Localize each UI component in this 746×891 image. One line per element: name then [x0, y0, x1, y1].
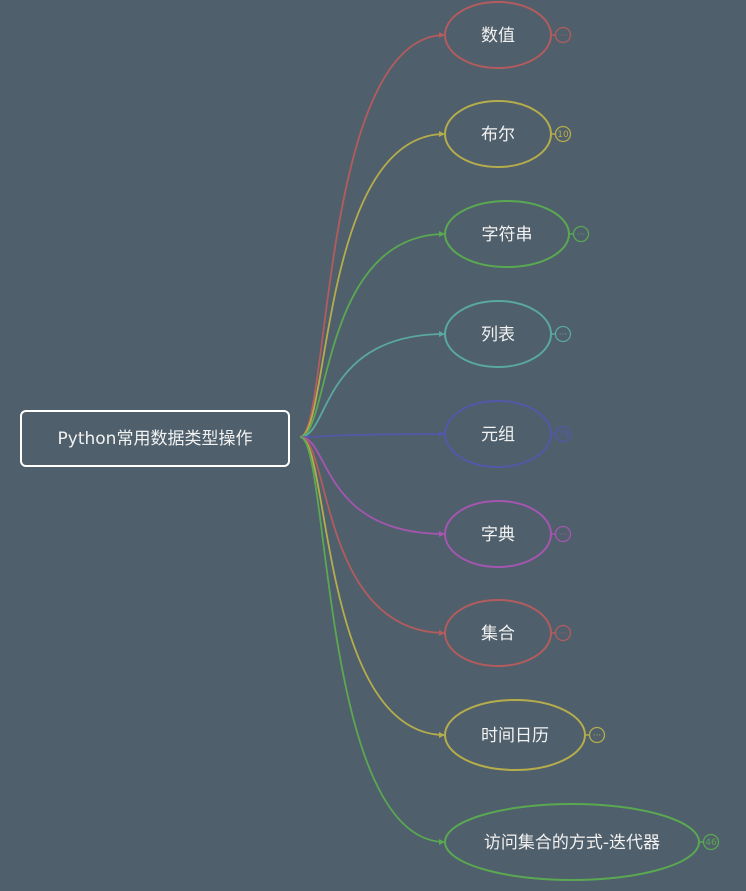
branch-link: [299, 436, 446, 634]
branch-label: 字典: [481, 525, 515, 545]
arrow-icon: [439, 131, 445, 137]
branch-link: [299, 433, 446, 438]
arrow-icon: [439, 732, 445, 738]
badge-count: 46: [705, 838, 717, 848]
arrow-icon: [439, 531, 445, 537]
branch-label: 数值: [481, 26, 515, 46]
branch-link: [299, 233, 446, 438]
collapse-badge[interactable]: ···: [554, 525, 572, 543]
badge-count: ···: [559, 330, 568, 340]
collapse-badge[interactable]: 46: [702, 833, 720, 851]
branch-link: [299, 436, 446, 736]
branch-label: 访问集合的方式-迭代器: [484, 833, 660, 853]
root-label: Python常用数据类型操作: [58, 429, 253, 449]
branch-link: [299, 333, 446, 438]
branch-node[interactable]: 访问集合的方式-迭代器 46: [444, 803, 720, 881]
badge-count: 79: [557, 430, 569, 440]
badge-count: ···: [559, 31, 568, 41]
root-node[interactable]: Python常用数据类型操作: [20, 410, 290, 467]
branch-link: [299, 133, 446, 438]
collapse-badge[interactable]: ···: [554, 325, 572, 343]
collapse-badge[interactable]: ···: [554, 26, 572, 44]
collapse-badge[interactable]: ···: [572, 225, 590, 243]
arrow-icon: [439, 431, 445, 437]
collapse-badge[interactable]: ···: [588, 726, 606, 744]
badge-count: 10: [557, 130, 569, 140]
branch-label: 集合: [481, 624, 515, 644]
branch-label: 时间日历: [481, 726, 549, 746]
branch-node[interactable]: 元组 79: [444, 400, 572, 468]
branch-node[interactable]: 集合 ···: [444, 599, 572, 667]
arrow-icon: [439, 331, 445, 337]
collapse-badge[interactable]: 10: [554, 125, 572, 143]
branch-link: [299, 436, 446, 843]
badge-count: ···: [577, 230, 586, 240]
branch-node[interactable]: 列表 ···: [444, 300, 572, 368]
arrow-icon: [439, 630, 445, 636]
branch-node[interactable]: 时间日历 ···: [444, 699, 606, 771]
branch-link: [299, 436, 446, 535]
branch-link: [299, 34, 446, 438]
branch-node[interactable]: 字符串 ···: [444, 200, 590, 268]
branch-node[interactable]: 数值 ···: [444, 1, 572, 69]
badge-count: ···: [559, 629, 568, 639]
badge-count: ···: [593, 731, 602, 741]
branch-label: 布尔: [481, 125, 515, 145]
arrow-icon: [439, 839, 445, 845]
arrow-icon: [439, 32, 445, 38]
branch-node[interactable]: 字典 ···: [444, 500, 572, 568]
branch-node[interactable]: 布尔 10: [444, 100, 572, 168]
branch-label: 元组: [481, 425, 515, 445]
collapse-badge[interactable]: 79: [554, 425, 572, 443]
badge-count: ···: [559, 530, 568, 540]
arrow-icon: [439, 231, 445, 237]
branch-label: 字符串: [482, 225, 533, 245]
branch-label: 列表: [481, 325, 515, 345]
collapse-badge[interactable]: ···: [554, 624, 572, 642]
